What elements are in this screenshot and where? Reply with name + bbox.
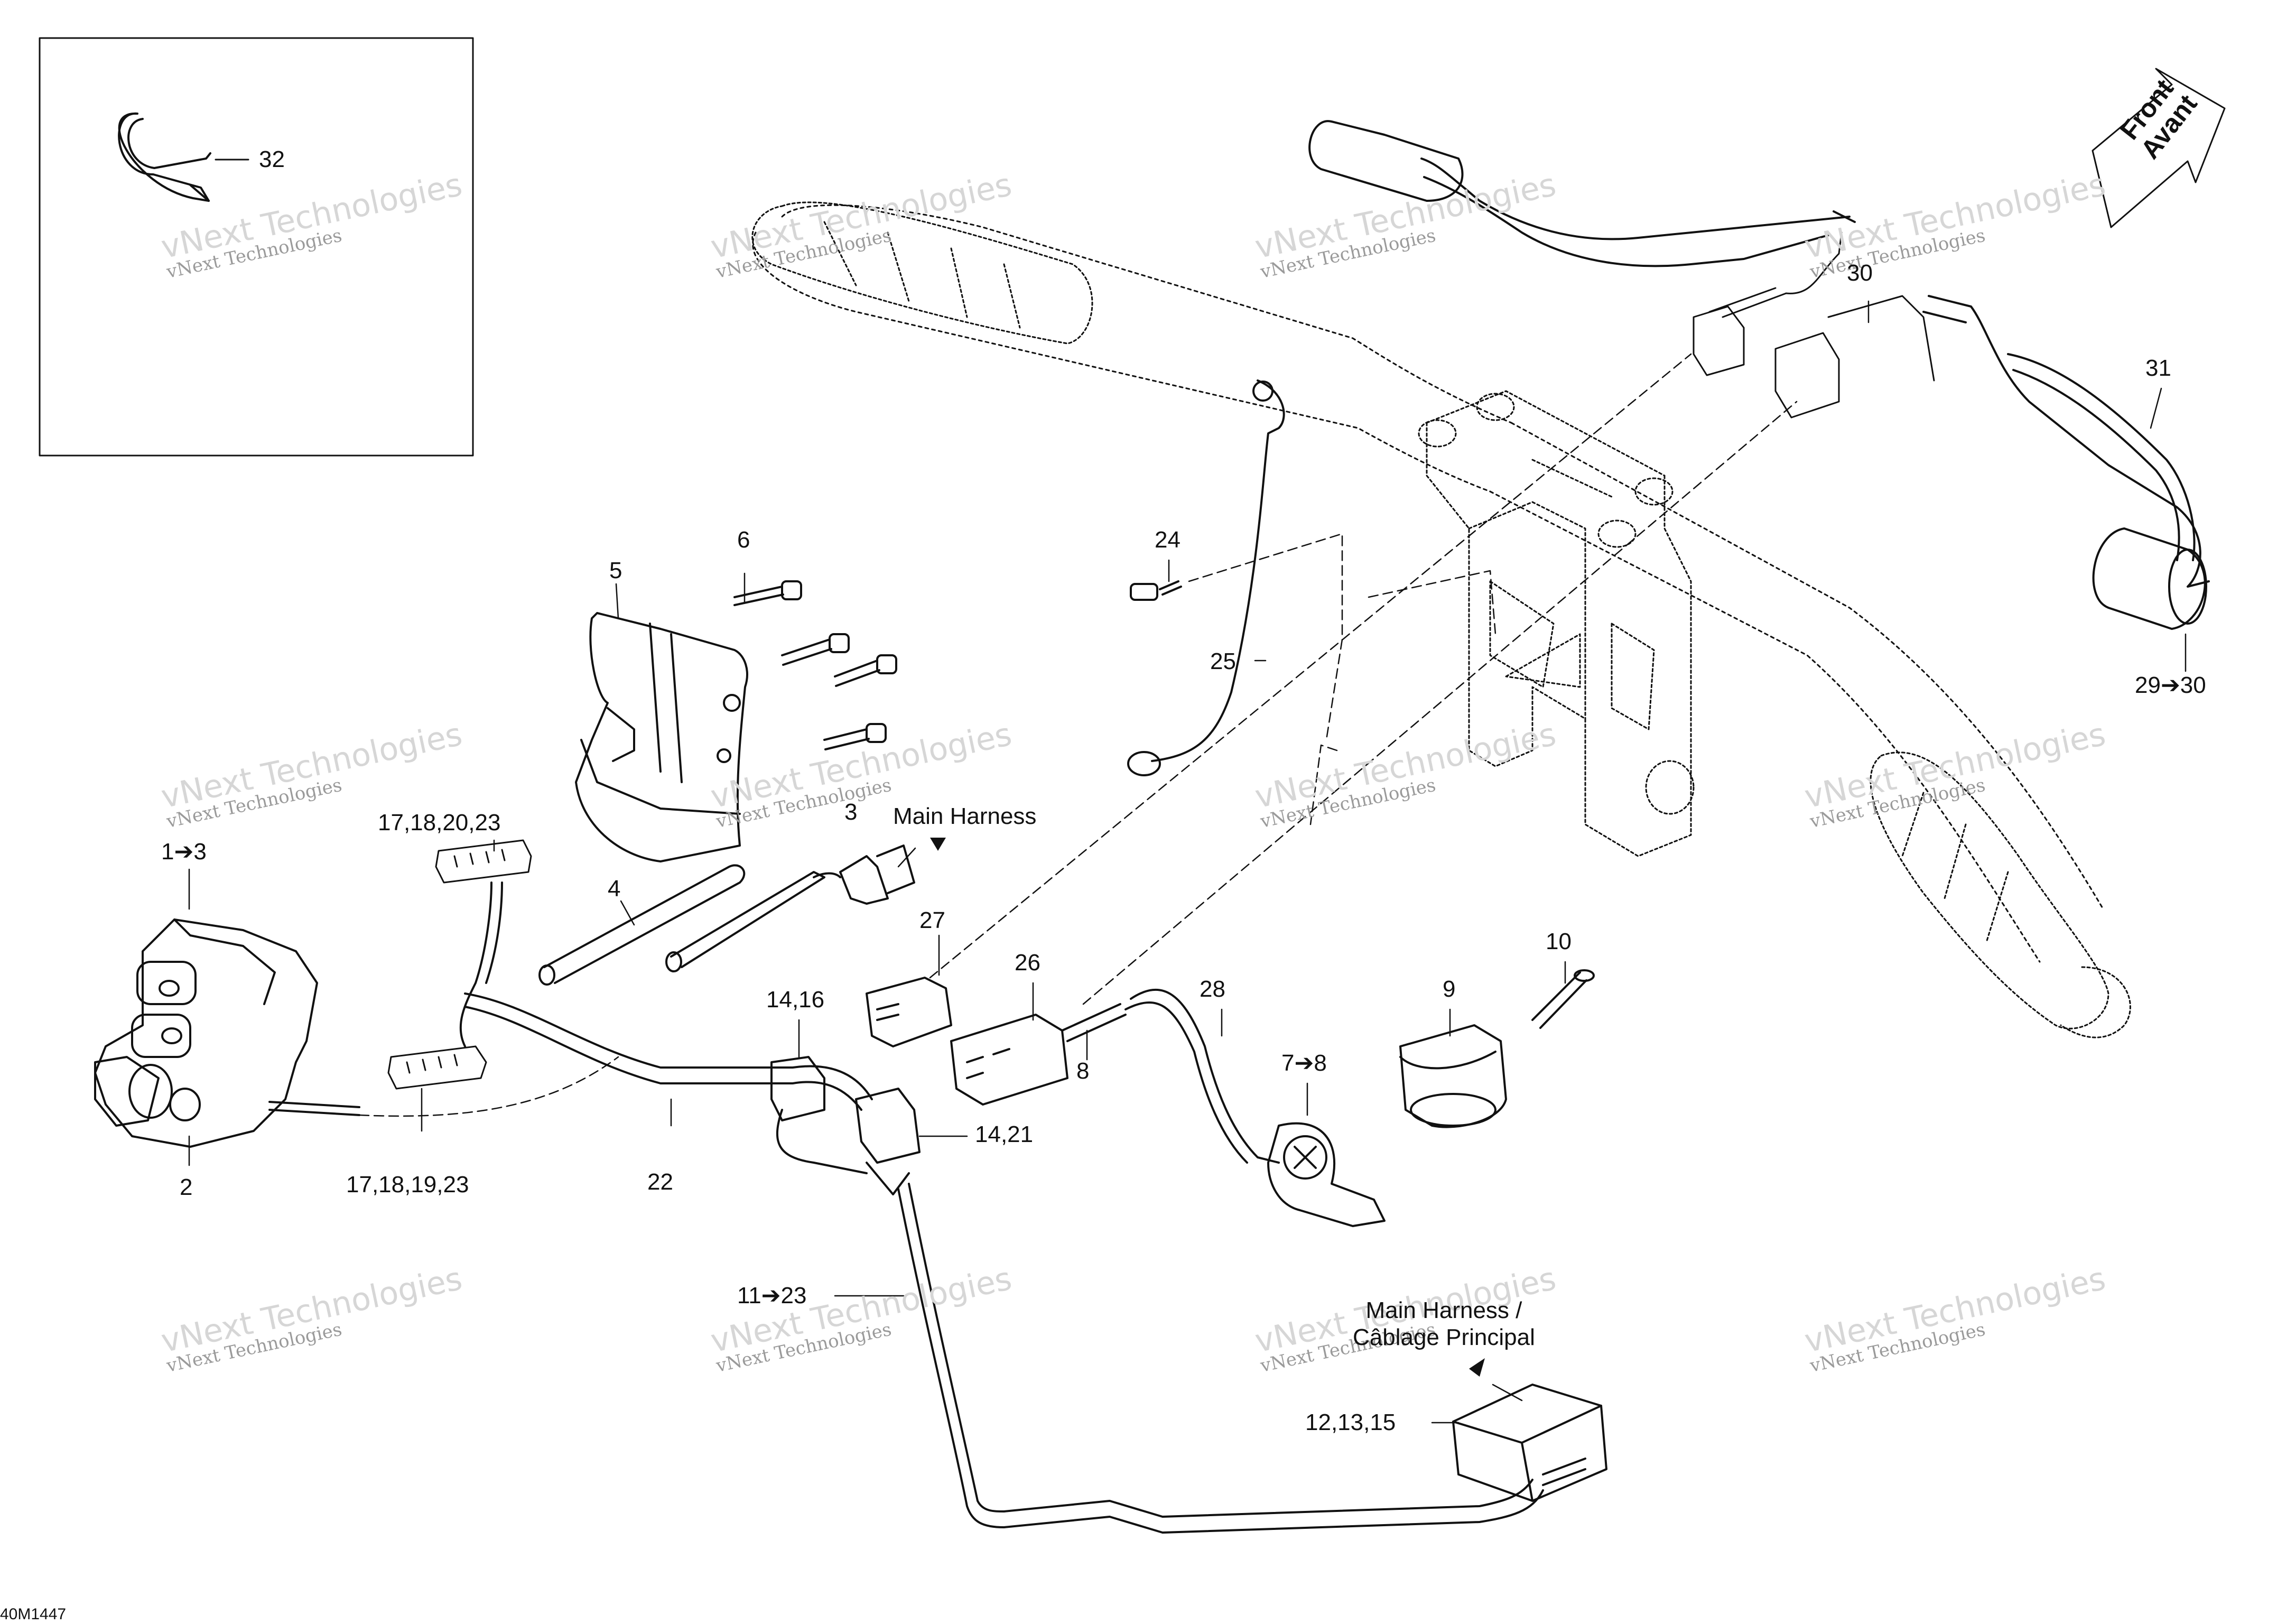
callout-30: 30 xyxy=(1847,260,1873,286)
connector-27 xyxy=(866,977,952,1047)
screws-6 xyxy=(733,580,897,750)
ground-cable-25 xyxy=(1127,379,1285,776)
callout-17-18-19-23: 17,18,19,23 xyxy=(346,1172,469,1198)
drawing-code: 40M1447 xyxy=(0,1606,67,1623)
connector-14-21 xyxy=(855,1088,921,1195)
tubes-4 xyxy=(538,864,825,986)
switch-cover-5 xyxy=(575,612,748,862)
switch-housing-1-3 xyxy=(94,918,360,1148)
connector-17-18-20-23 xyxy=(435,839,532,884)
callout-6: 6 xyxy=(737,527,750,553)
callout-4: 4 xyxy=(608,876,621,902)
handlebar xyxy=(752,204,2104,963)
grip-heater-wire xyxy=(1308,120,2210,588)
callout-29-30: 29➔30 xyxy=(2135,672,2206,698)
callout-12-13-15: 12,13,15 xyxy=(1305,1409,1396,1435)
callout-22: 22 xyxy=(647,1169,673,1195)
callout-31: 31 xyxy=(2145,355,2171,381)
note-main-harness: Main Harness xyxy=(893,803,1037,829)
detail-inset-box xyxy=(39,37,474,457)
callout-5: 5 xyxy=(609,558,622,583)
harness-28 xyxy=(1124,989,1280,1164)
callout-17-18-20-23: 17,18,20,23 xyxy=(378,810,501,836)
callout-10: 10 xyxy=(1546,929,1572,954)
connector-26 xyxy=(950,1003,1127,1106)
note-main-harness-bilingual: Main Harness / Câblage Principal xyxy=(1353,1297,1535,1350)
callout-14-21: 14,21 xyxy=(975,1121,1034,1147)
callout-27: 27 xyxy=(919,907,945,933)
callout-1-3: 1➔3 xyxy=(161,839,207,865)
front-arrow-icon xyxy=(2092,68,2226,228)
connector-14-16 xyxy=(770,1056,868,1174)
cap-9 xyxy=(1399,1024,1507,1128)
callout-25: 25 xyxy=(1210,648,1236,674)
clip-part-32 xyxy=(118,112,211,202)
switch-7-8 xyxy=(1267,1122,1386,1227)
callout-2: 2 xyxy=(180,1174,193,1200)
callout-9: 9 xyxy=(1443,976,1456,1002)
harness-22 xyxy=(459,881,1544,1534)
callout-14-16: 14,16 xyxy=(766,987,825,1013)
callout-26: 26 xyxy=(1015,950,1040,976)
callout-8: 8 xyxy=(1076,1058,1090,1084)
callout-7-8: 7➔8 xyxy=(1281,1050,1327,1076)
callout-28: 28 xyxy=(1200,976,1225,1002)
connector-12-13-15 xyxy=(1452,1384,1607,1502)
callout-24: 24 xyxy=(1155,527,1180,553)
connector-17-18-19-23 xyxy=(387,1045,487,1090)
arrow-main-harness-bilingual xyxy=(1469,1358,1485,1377)
connector-3 xyxy=(813,845,915,905)
connector-pair-30 xyxy=(1693,231,1935,419)
left-grip xyxy=(751,201,1093,345)
callout-3: 3 xyxy=(844,799,858,825)
grip-sleeve-29-30 xyxy=(2092,527,2207,630)
pin-10 xyxy=(1531,969,1595,1029)
handlebar-riser xyxy=(1418,390,1695,857)
arrow-main-harness xyxy=(930,838,946,851)
callout-11-23: 11➔23 xyxy=(737,1283,807,1309)
right-grip xyxy=(1870,751,2131,1038)
callout-32: 32 xyxy=(259,146,285,172)
